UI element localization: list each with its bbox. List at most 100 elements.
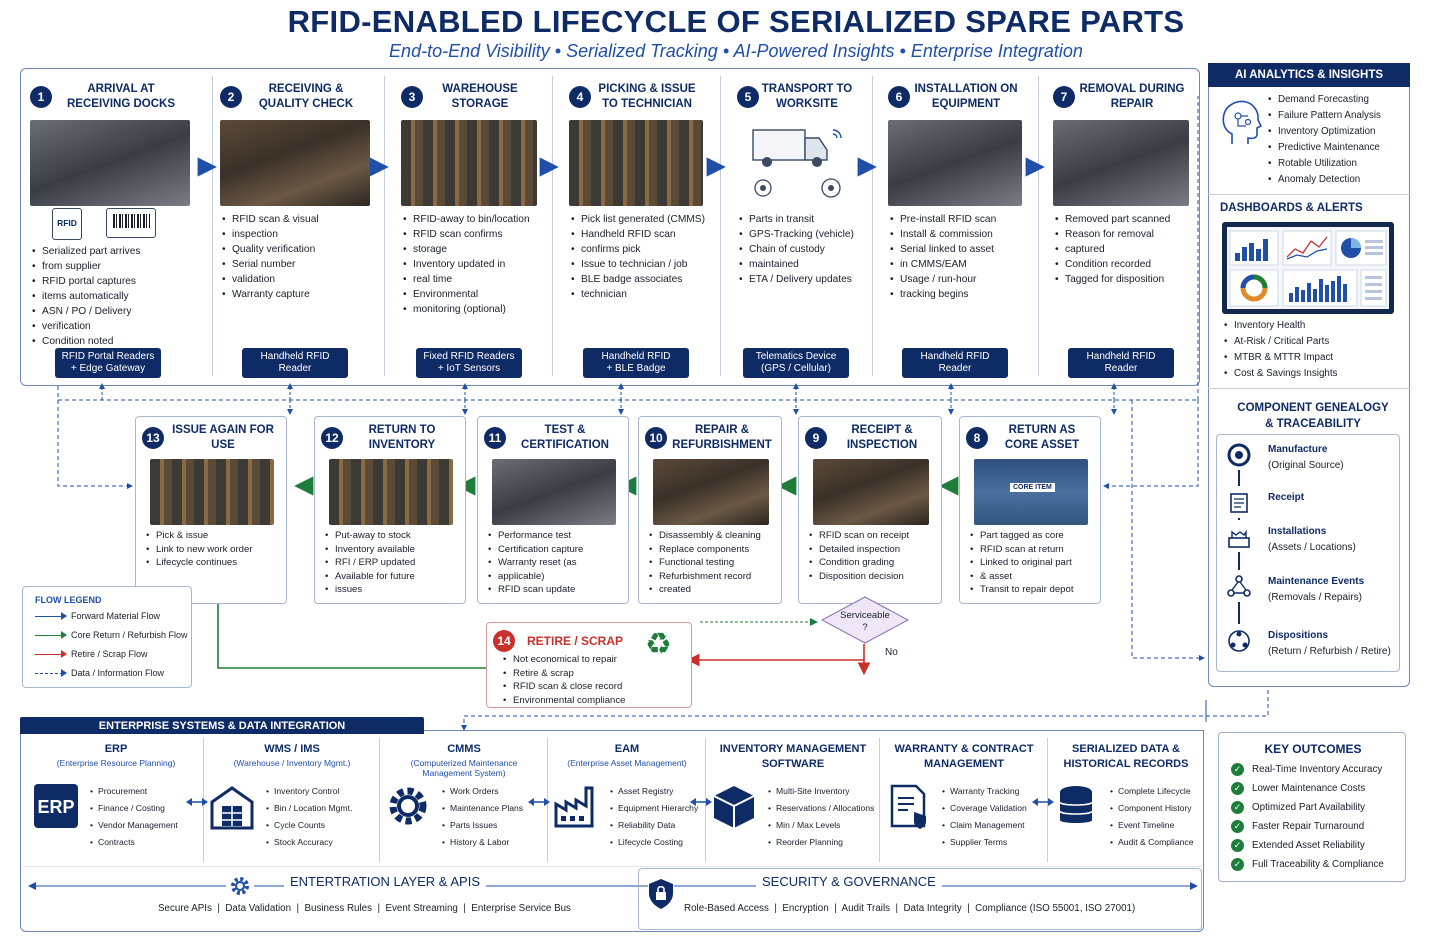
- bullet-item: RFID portal captures: [32, 274, 192, 289]
- device-badge: RFID Portal Readers+ Edge Gateway: [55, 348, 161, 378]
- bullet-item: Parts Issues: [442, 817, 548, 834]
- bullet-item: Bin / Location Mgmt.: [266, 800, 380, 817]
- column-divider: [384, 76, 385, 376]
- step-title-line: RECEIVING DOCKS: [67, 98, 175, 110]
- bullet-item: RFID scan & close record: [503, 680, 687, 694]
- system-features: Asset RegistryEquipment HierarchyReliabi…: [610, 783, 706, 851]
- system-icon: [884, 782, 932, 835]
- device-line: Handheld RFID: [260, 351, 330, 362]
- legend-label: Core Return / Refurbish Flow: [71, 630, 188, 640]
- system-name-line: WMS / IMS: [264, 743, 320, 755]
- bullet-item: Work Orders: [442, 783, 548, 800]
- legend-label: Retire / Scrap Flow: [71, 649, 148, 659]
- bullet-item: Reservations / Allocations: [768, 800, 880, 817]
- step-photo: [569, 120, 703, 206]
- bullet-item: Component History: [1110, 800, 1204, 817]
- check-icon: ✓: [1231, 782, 1244, 795]
- bullet-item: Demand Forecasting: [1268, 92, 1381, 108]
- decision-label: Serviceable: [840, 610, 890, 621]
- check-icon: ✓: [1231, 820, 1244, 833]
- bullet-item: Equipment Hierarchy: [610, 800, 706, 817]
- bullet-item: Condition noted: [32, 334, 192, 349]
- device-badge: Fixed RFID Readers+ IoT Sensors: [416, 348, 522, 378]
- system-features: Complete LifecycleComponent HistoryEvent…: [1110, 783, 1204, 851]
- crate-label: CORE ITEM: [1010, 483, 1055, 492]
- step-title-line: USE: [211, 439, 235, 451]
- diamond-shape: [820, 596, 910, 644]
- barcode-icon: [106, 208, 156, 238]
- step-title-line: EQUIPMENT: [931, 98, 1001, 110]
- check-icon: ✓: [1231, 839, 1244, 852]
- step-bullets: RFID scan & visualinspectionQuality veri…: [222, 212, 372, 302]
- genealogy-item: Manufacture(Original Source): [1226, 442, 1344, 474]
- system-name-line: WARRANTY & CONTRACT: [894, 743, 1034, 755]
- system-icon: [1052, 782, 1100, 835]
- bullet-item: Disassembly & cleaning: [649, 529, 779, 543]
- bullet-item: captured: [1055, 242, 1191, 257]
- system-name-line: ERP: [104, 743, 128, 755]
- bullet-item: Contracts: [90, 834, 204, 851]
- step-number: 13: [142, 427, 164, 449]
- security-box: [638, 868, 1202, 930]
- bullet-item: Pre-install RFID scan: [890, 212, 1024, 227]
- bullet-item: GPS-Tracking (vehicle): [739, 227, 857, 242]
- bullet-item: Warranty Tracking: [942, 783, 1048, 800]
- bullet-item: ASN / PO / Delivery: [32, 304, 192, 319]
- step-photo: [30, 120, 190, 206]
- asset-icon: [1226, 524, 1252, 555]
- system-divider: [705, 738, 706, 862]
- bullet-item: Serialized part arrives: [32, 244, 192, 259]
- outcome-item: ✓Real-Time Inventory Accuracy: [1231, 763, 1382, 776]
- step-title-line: INVENTORY: [368, 439, 436, 451]
- legend-swatch: [35, 611, 67, 620]
- bullet-item: Warranty reset (as: [488, 556, 626, 570]
- bullet-item: Tagged for disposition: [1055, 272, 1191, 287]
- device-line: Reader: [1104, 363, 1138, 374]
- bullet-item: Warranty capture: [222, 287, 372, 302]
- bullet-item: Part tagged as core: [970, 529, 1098, 543]
- step-title-line: STORAGE: [451, 98, 509, 110]
- bullet-item: Functional testing: [649, 556, 779, 570]
- bullet-item: Linked to original part: [970, 556, 1098, 570]
- device-line: Reader: [278, 363, 312, 374]
- step-photo: [888, 120, 1022, 206]
- cycle-icon: [1226, 628, 1252, 659]
- bullet-item: Min / Max Levels: [768, 817, 880, 834]
- system-icon: [552, 782, 600, 835]
- system-name: ERP: [28, 742, 204, 757]
- divider: [22, 866, 1202, 867]
- device-line: (GPS / Cellular): [760, 363, 831, 374]
- bullet-item: At-Risk / Critical Parts: [1224, 334, 1337, 350]
- brain-head-icon: [1218, 98, 1263, 151]
- bullet-item: Not economical to repair: [503, 653, 687, 667]
- bullet-item: Pick & issue: [146, 529, 284, 543]
- integration-title: ENTERTRATION LAYER & APIS: [284, 874, 486, 889]
- system-name-line: HISTORICAL RECORDS: [1063, 758, 1189, 770]
- system-divider: [1047, 738, 1048, 862]
- bullet-item: in CMMS/EAM: [890, 257, 1024, 272]
- bullet-item: & asset: [970, 570, 1098, 584]
- step-bullets: Pre-install RFID scanInstall & commissio…: [890, 212, 1024, 302]
- genealogy-sub: (Assets / Locations): [1268, 542, 1356, 553]
- step-title: RECEIPT &INSPECTION: [827, 423, 937, 453]
- truck-icon: [737, 120, 855, 206]
- device-badge: Handheld RFID+ BLE Badge: [583, 348, 689, 378]
- step-title: TEST &CERTIFICATION: [506, 423, 624, 453]
- bullet-item: Procurement: [90, 783, 204, 800]
- system-subtitle-line: Management System): [422, 768, 506, 778]
- device-line: + BLE Badge: [606, 363, 666, 374]
- step-bullets: RFID scan on receiptDetailed inspectionC…: [809, 529, 939, 583]
- bullet-item: Vendor Management: [90, 817, 204, 834]
- bullet-item: Available for future: [325, 570, 463, 584]
